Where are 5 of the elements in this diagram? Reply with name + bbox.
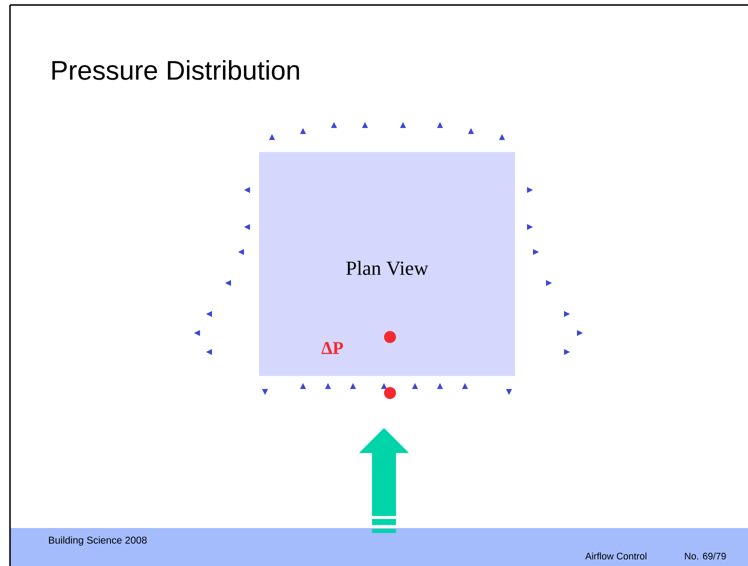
page-number: No. 69/79	[685, 552, 726, 560]
delta-p-label: ΔP	[321, 342, 343, 354]
slide-title: Pressure Distribution	[52, 60, 299, 80]
footer-text: Airflow Control	[585, 552, 646, 560]
footer-text: Building Science 2008	[49, 536, 147, 546]
